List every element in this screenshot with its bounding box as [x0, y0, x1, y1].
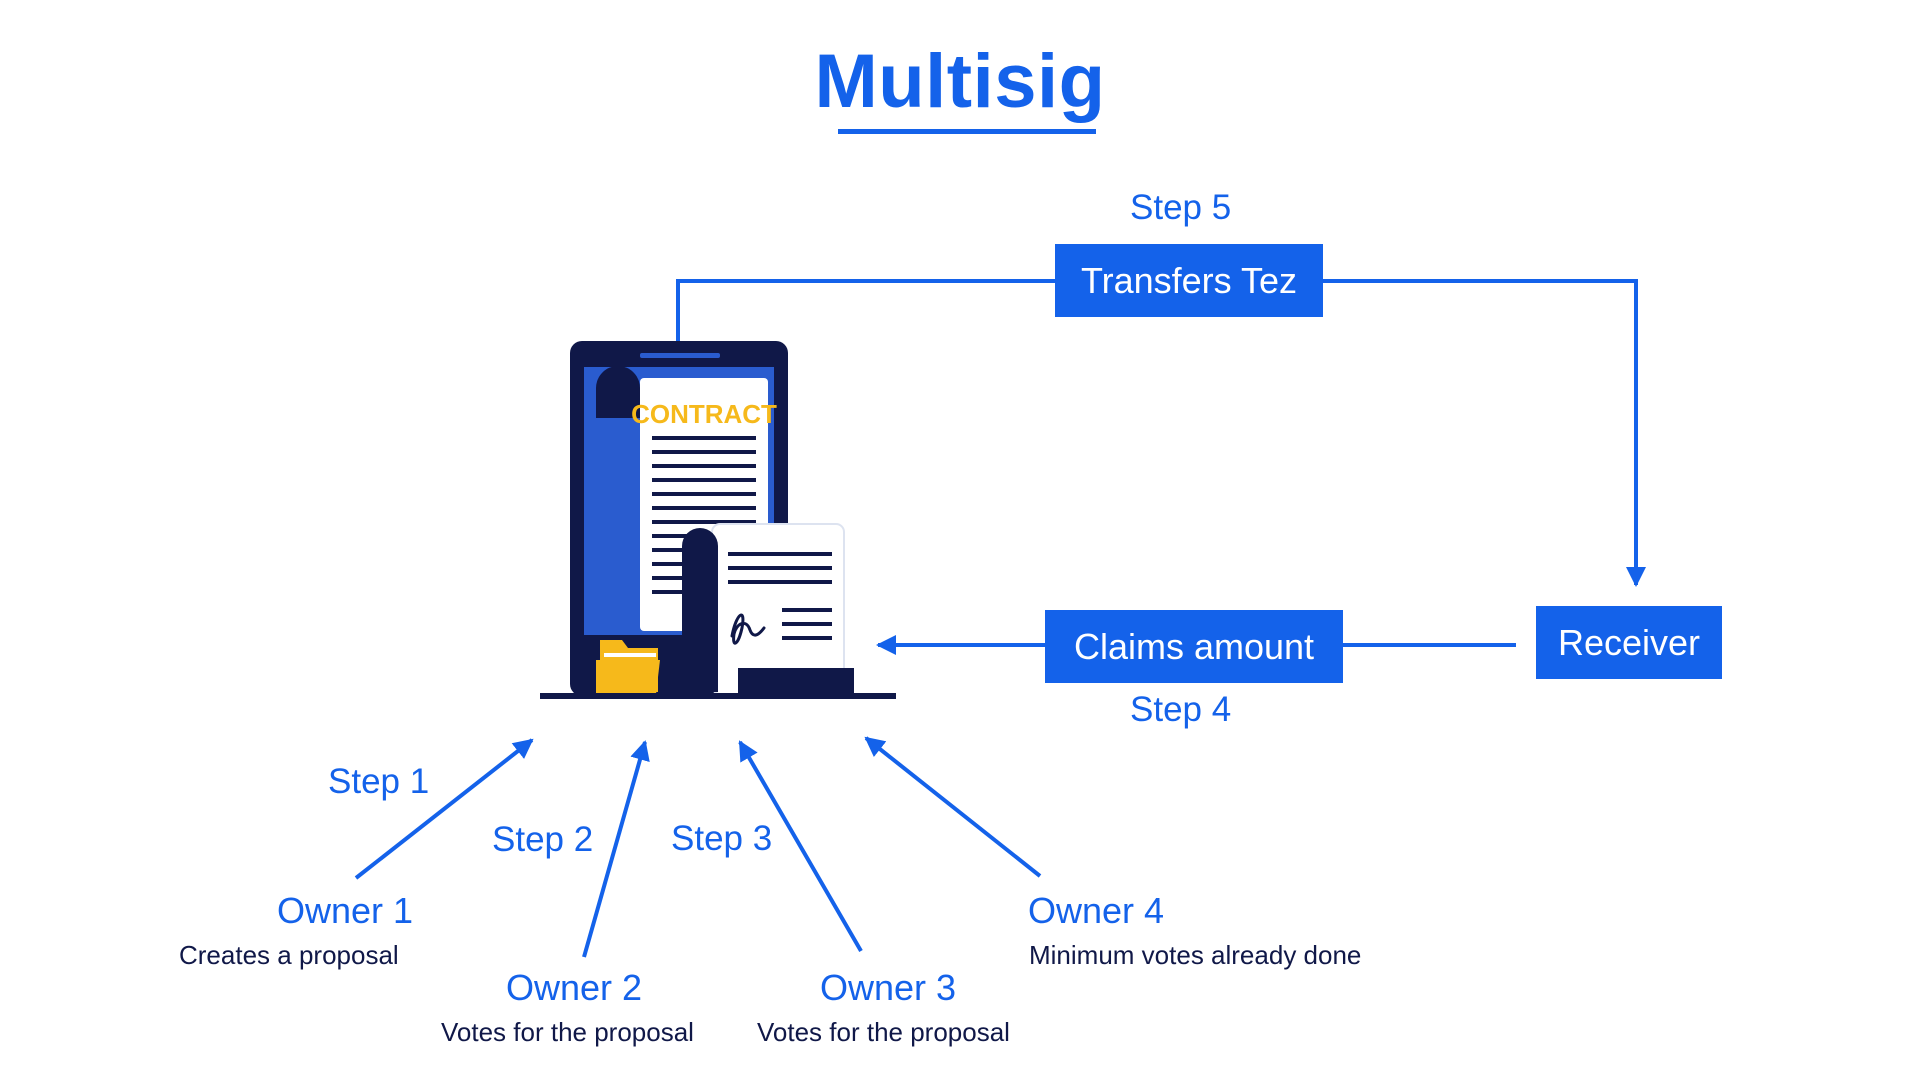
step3-label: Step 3 [671, 819, 773, 858]
owner1-name: Owner 1 [277, 890, 414, 931]
contract-device-icon: CONTRACT [540, 341, 896, 699]
signed-document-icon [682, 523, 854, 695]
owner3-name: Owner 3 [820, 967, 957, 1008]
owner4-name: Owner 4 [1028, 890, 1165, 931]
owner2-name: Owner 2 [506, 967, 643, 1008]
title-underline [838, 129, 1096, 134]
owner4-arrow [864, 736, 1042, 878]
page-title: Multisig [814, 39, 1106, 124]
owner3-description: Votes for the proposal [757, 1017, 1010, 1047]
step2-label: Step 2 [492, 820, 594, 859]
receiver-box: Receiver [1536, 606, 1722, 679]
folder-icon [596, 640, 660, 694]
transfers-tez-box: Transfers Tez [1055, 244, 1323, 317]
step5-label: Step 5 [1130, 188, 1232, 227]
ground-line [540, 693, 896, 699]
owner1-description: Creates a proposal [179, 940, 399, 970]
contract-label: CONTRACT [631, 399, 777, 429]
step5-connector-line [676, 279, 1058, 345]
step4-label: Step 4 [1130, 690, 1232, 729]
step5-arrow-to-receiver [1320, 279, 1646, 587]
step1-label: Step 1 [328, 762, 430, 801]
claims-amount-box: Claims amount [1045, 610, 1343, 683]
owner1-arrow [354, 738, 534, 880]
owner2-description: Votes for the proposal [441, 1017, 694, 1047]
owner2-arrow [582, 740, 650, 958]
owner3-arrow [738, 740, 863, 953]
owner4-description: Minimum votes already done [1029, 940, 1362, 970]
